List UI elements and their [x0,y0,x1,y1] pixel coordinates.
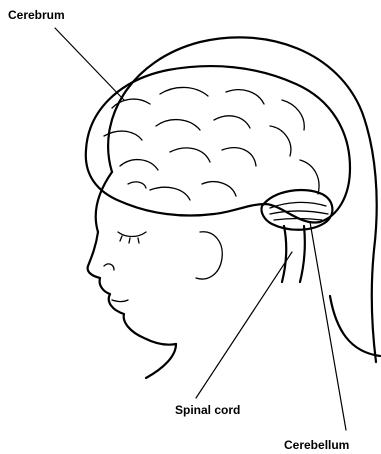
cerebrum-gyri [104,87,319,200]
mouth [112,300,128,302]
ear [196,232,222,279]
cerebellum-label: Cerebellum [284,438,349,452]
spinal-cord-label: Spinal cord [175,403,240,417]
cerebrum-label: Cerebrum [8,8,65,22]
leader-spinal-cord [196,252,292,398]
neck-front [146,344,176,378]
cerebellum-folia [270,202,328,220]
brainstem [282,226,305,282]
eyelashes [120,236,139,243]
cerebrum-outline [86,66,350,222]
leader-cerebrum [55,28,124,100]
leader-cerebellum [310,222,346,430]
cerebellum-outline [261,190,332,230]
face-profile [88,172,176,345]
nostril [104,264,114,270]
head-outline [108,37,377,362]
